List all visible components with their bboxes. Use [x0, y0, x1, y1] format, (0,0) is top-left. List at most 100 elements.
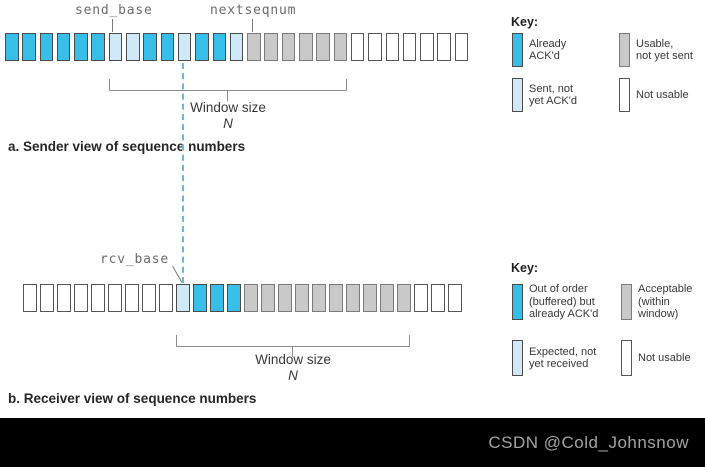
key-item-out-of-order: Out of order (buffered) but already ACK'…	[512, 283, 598, 321]
seq-box-cyan	[195, 33, 209, 61]
seq-box-gray	[278, 284, 292, 312]
seq-box-white	[91, 284, 105, 312]
rcv-base-lead-line	[172, 265, 183, 283]
seq-box-gray	[264, 33, 278, 61]
seq-box-gray	[363, 284, 377, 312]
seq-box-cyan	[193, 284, 207, 312]
send-base-lead-line	[112, 19, 113, 32]
seq-box-gray	[329, 284, 343, 312]
key-item-label: Not usable	[638, 351, 691, 364]
seq-box-gray	[244, 284, 258, 312]
sender-window-size-n: N	[223, 116, 233, 131]
sender-caption: a. Sender view of sequence numbers	[8, 139, 246, 154]
seq-box-gray	[316, 33, 330, 61]
seq-box-white	[437, 33, 451, 61]
seq-box-lightblue	[177, 33, 192, 61]
already-acked-swatch	[512, 33, 523, 67]
nextseqnum-lead-line	[252, 19, 253, 32]
sender-key-title: Key:	[511, 15, 539, 29]
seq-box-cyan	[210, 284, 224, 312]
seq-box-gray	[299, 33, 313, 61]
key-item-not-usable-receiver: Not usable	[621, 340, 691, 376]
seq-box-lightblue	[229, 33, 244, 61]
seq-box-white	[142, 284, 156, 312]
seq-box-white	[74, 284, 88, 312]
seq-box-gray	[346, 284, 360, 312]
seq-box-cyan	[91, 33, 105, 61]
seq-box-cyan	[212, 33, 227, 61]
receiver-window-bracket-tick	[292, 347, 293, 357]
seq-box-lightblue	[126, 33, 140, 61]
sender-window-size-label: Window size	[190, 100, 266, 115]
sent-not-acked-swatch	[512, 78, 523, 112]
key-item-expected-not-received: Expected, not yet received	[512, 340, 596, 376]
seq-box-gray	[312, 284, 326, 312]
seq-box-lightblue	[108, 33, 123, 61]
seq-box-gray	[333, 33, 348, 61]
watermark-text: CSDN @Cold_Johnsnow	[488, 432, 689, 452]
key-item-already-acked: Already ACK'd	[512, 33, 566, 67]
usable-not-sent-swatch	[619, 33, 630, 67]
send-base-label: send_base	[75, 3, 153, 18]
seq-box-gray	[261, 284, 275, 312]
nextseqnum-label: nextseqnum	[210, 3, 297, 18]
key-item-label: Already ACK'd	[529, 37, 567, 63]
seq-box-white	[40, 284, 54, 312]
receiver-sequence-row	[23, 284, 462, 312]
out-of-order-swatch	[512, 283, 523, 320]
sender-window-bracket	[109, 79, 347, 91]
seq-box-white	[402, 33, 417, 61]
seq-box-white	[159, 284, 173, 312]
send-receive-dashed-connector	[182, 63, 184, 283]
receiver-window-bracket	[176, 335, 410, 347]
key-item-label: Not usable	[636, 88, 689, 101]
receiver-window-size-n: N	[288, 368, 298, 383]
acceptable-swatch	[621, 283, 632, 320]
key-item-label: Acceptable (within window)	[638, 283, 693, 320]
seq-box-white	[420, 33, 434, 61]
seq-box-cyan	[22, 33, 36, 61]
seq-box-white	[23, 284, 37, 312]
seq-box-white	[414, 284, 428, 312]
key-item-acceptable: Acceptable (within window)	[621, 283, 692, 321]
seq-box-white	[57, 284, 71, 312]
seq-box-white	[448, 284, 462, 312]
seq-box-white	[368, 33, 382, 61]
key-item-label: Out of order (buffered) but already ACK'…	[529, 283, 599, 320]
seq-box-gray	[281, 33, 296, 61]
seq-box-cyan	[56, 33, 71, 61]
sender-window-bracket-tick	[227, 91, 228, 101]
key-item-usable-not-sent: Usable, not yet sent	[619, 33, 693, 67]
seq-box-cyan	[143, 33, 157, 61]
seq-box-white	[454, 33, 469, 61]
key-item-label: Sent, not yet ACK'd	[529, 82, 577, 108]
seq-box-white	[431, 284, 445, 312]
not-usable-receiver-swatch	[621, 340, 632, 376]
key-item-not-usable: Not usable	[619, 78, 689, 112]
sender-sequence-row	[5, 33, 469, 61]
key-item-label: Expected, not yet received	[529, 345, 597, 371]
seq-box-gray	[295, 284, 309, 312]
seq-box-white	[350, 33, 365, 61]
expected-not-received-swatch	[512, 340, 523, 376]
seq-box-gray	[380, 284, 394, 312]
seq-box-white	[108, 284, 122, 312]
key-item-label: Usable, not yet sent	[636, 37, 693, 63]
key-item-sent-not-acked: Sent, not yet ACK'd	[512, 78, 577, 112]
seq-box-white	[385, 33, 400, 61]
seq-box-cyan	[39, 33, 54, 61]
seq-box-cyan	[160, 33, 175, 61]
seq-box-cyan	[227, 284, 241, 312]
receiver-key-title: Key:	[511, 261, 539, 275]
bottom-black-bar: CSDN @Cold_Johnsnow	[0, 418, 705, 467]
seq-box-gray	[247, 33, 261, 61]
seq-box-white	[125, 284, 139, 312]
seq-box-cyan	[5, 33, 19, 61]
receiver-caption: b. Receiver view of sequence numbers	[8, 391, 257, 406]
seq-box-gray	[397, 284, 411, 312]
receiver-window-size-label: Window size	[255, 352, 331, 367]
not-usable-swatch	[619, 78, 630, 112]
seq-box-lightblue	[176, 284, 190, 312]
rcv-base-label: rcv_base	[100, 252, 170, 267]
seq-box-cyan	[74, 33, 88, 61]
